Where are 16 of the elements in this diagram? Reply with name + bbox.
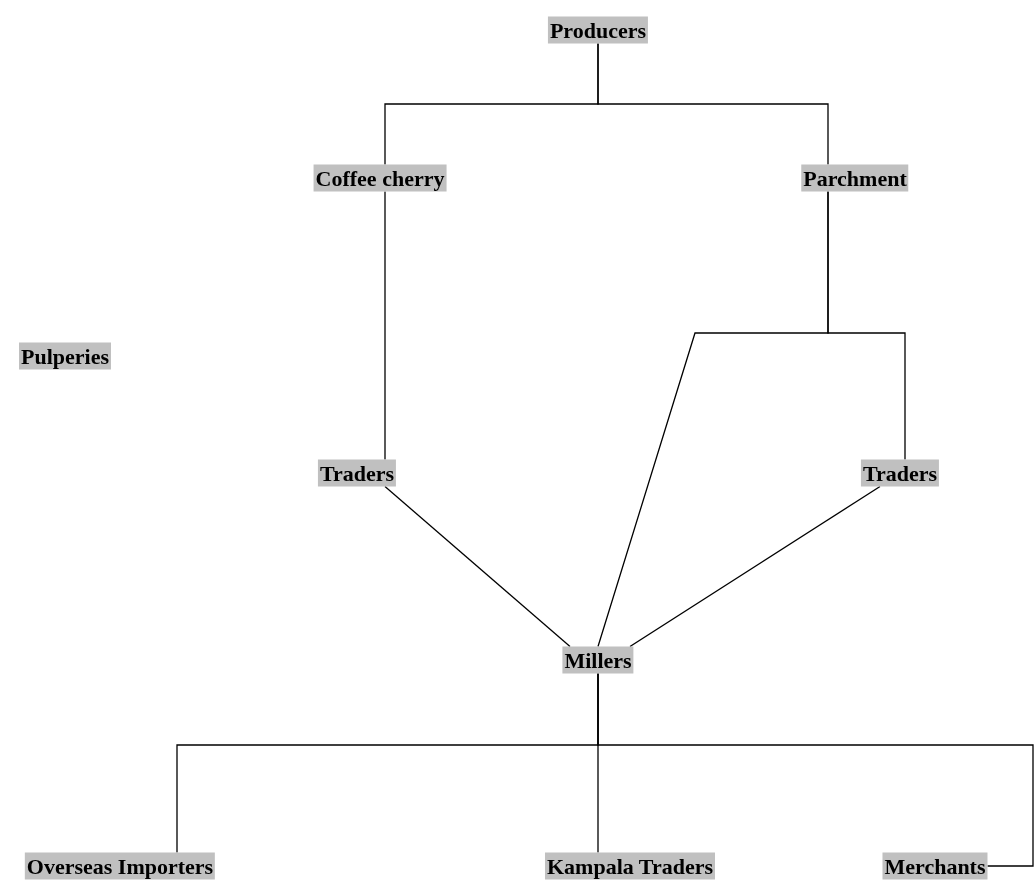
highlighted-label: Parchment <box>801 164 909 192</box>
connector-line <box>384 485 571 648</box>
highlighted-label: Millers <box>562 646 634 674</box>
connector-line <box>597 42 829 166</box>
highlighted-label: Coffee cherry <box>313 164 447 192</box>
connector-line <box>384 190 386 461</box>
connector-line <box>629 485 881 648</box>
highlighted-label: Traders <box>860 459 940 487</box>
highlighted-label: Merchants <box>882 852 988 880</box>
highlighted-label: Pulperies <box>19 342 111 370</box>
highlighted-label: Kampala Traders <box>545 852 715 880</box>
connector-line <box>827 190 906 461</box>
highlighted-label: Producers <box>547 16 649 44</box>
highlighted-label: Traders <box>317 459 397 487</box>
connector-line <box>597 672 1034 867</box>
highlighted-label: Overseas Importers <box>24 852 216 880</box>
